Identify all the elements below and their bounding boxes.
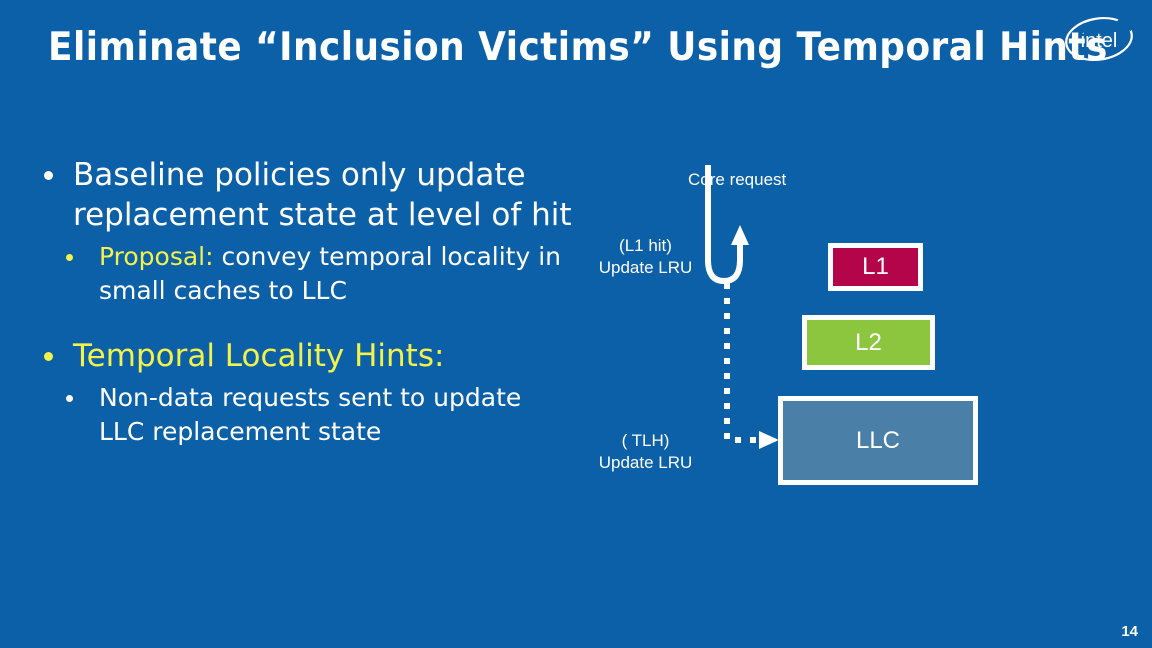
tlh-dotted-arrow	[724, 283, 760, 443]
l1-hit-label: (L1 hit) Update LRU	[588, 235, 703, 279]
cache-box-l2-label: L2	[855, 328, 882, 356]
bullet-text: Temporal Locality Hints:	[73, 338, 445, 374]
cache-box-l2: L2	[802, 315, 935, 370]
bullet-temporal-locality-hints: Temporal Locality Hints:	[44, 336, 444, 376]
tlh-arrowhead-icon	[759, 431, 779, 449]
page-number: 14	[1121, 623, 1138, 640]
intel-logo-icon: intel	[1065, 17, 1134, 61]
tlh-label-line2: Update LRU	[598, 453, 693, 472]
bullet-proposal: Proposal: convey temporal locality in sm…	[66, 240, 569, 308]
bullet-text: Non-data requests sent to update LLC rep…	[99, 383, 522, 446]
tlh-label-line1: ( TLH)	[621, 431, 670, 450]
core-request-uturn-arrow	[705, 165, 743, 285]
bullet-text: convey temporal locality in small caches…	[99, 242, 562, 305]
bullet-marker-icon	[66, 254, 73, 261]
l1-hit-label-line2: Update LRU	[598, 258, 693, 277]
tlh-label: ( TLH) Update LRU	[588, 430, 703, 474]
intel-logo: intel	[1060, 11, 1138, 67]
cache-box-l1-label: L1	[862, 253, 889, 280]
core-request-label: Core request	[688, 170, 787, 189]
bullet-marker-icon	[66, 395, 73, 402]
l1-hit-label-line1: (L1 hit)	[619, 236, 672, 255]
bullet-baseline-policies: Baseline policies only update replacemen…	[44, 155, 593, 235]
cache-box-llc-label: LLC	[855, 426, 901, 454]
bullet-marker-icon	[44, 171, 53, 180]
diagram-arrows	[705, 165, 779, 449]
cache-box-llc: LLC	[778, 396, 978, 485]
bullet-marker-icon	[44, 352, 53, 361]
page-title: Eliminate “Inclusion Victims” Using Temp…	[48, 25, 1108, 70]
cache-hierarchy-diagram: Core request (L1 hit) Update LRU ( TLH) …	[580, 155, 1000, 505]
bullet-text: Baseline policies only update replacemen…	[73, 157, 572, 233]
intel-logo-text: intel	[1081, 30, 1118, 52]
bullet-non-data-requests: Non-data requests sent to update LLC rep…	[66, 381, 569, 449]
cache-box-l1: L1	[828, 243, 923, 291]
core-request-arrowhead-icon	[731, 225, 749, 245]
bullet-text-wrap: Proposal: convey temporal locality in sm…	[99, 240, 569, 308]
bullet-lead-proposal: Proposal:	[99, 242, 214, 271]
